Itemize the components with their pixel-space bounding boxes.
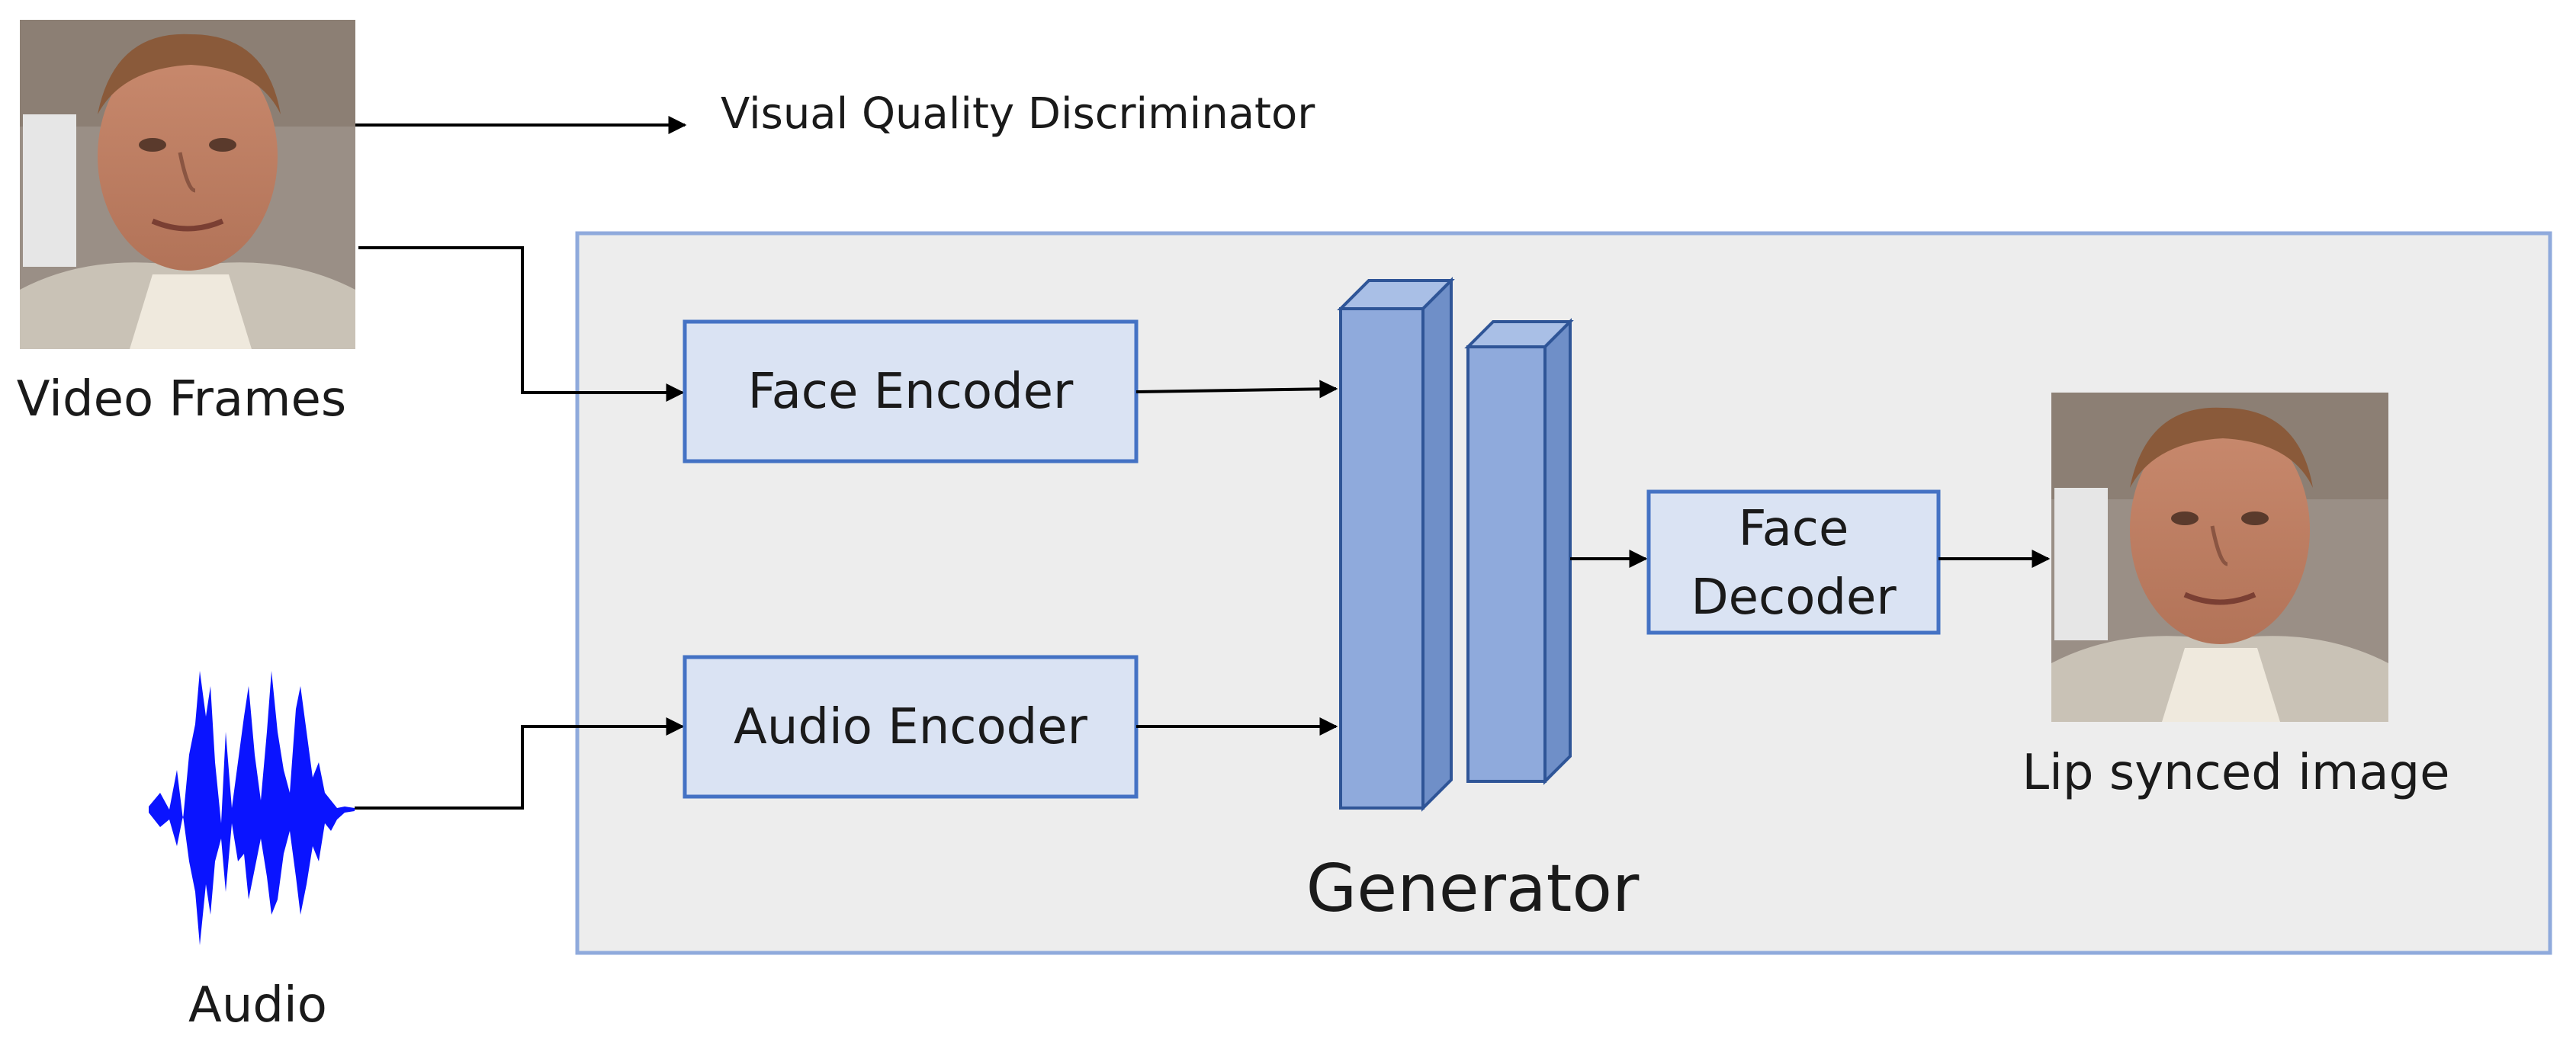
audio-encoder-label: Audio Encoder (734, 699, 1088, 755)
audio-label: Audio (188, 977, 327, 1034)
video-frames-label: Video Frames (17, 371, 346, 428)
face-decoder-box (1646, 489, 1941, 635)
face-encoder-to-block-arrow (1135, 380, 1338, 399)
visual-quality-discriminator-label: Visual Quality Discriminator (721, 89, 1315, 139)
lip-synced-image-label: Lip synced image (2022, 745, 2449, 801)
face-decoder-label-line2: Decoder (1691, 569, 1897, 626)
audio-to-audio-encoder-arrow (355, 717, 685, 810)
input-face-image (20, 20, 355, 349)
face-decoder-label-line1: Face (1739, 501, 1849, 557)
lip-synced-face-image (2051, 393, 2388, 722)
generator-label: Generator (1306, 851, 1640, 927)
frames-to-face-encoder-arrow (358, 246, 685, 402)
generator-block-1 (1337, 277, 1455, 812)
audio-waveform (149, 671, 355, 945)
generator-block-2 (1464, 318, 1574, 785)
face-encoder-label: Face Encoder (748, 364, 1074, 420)
